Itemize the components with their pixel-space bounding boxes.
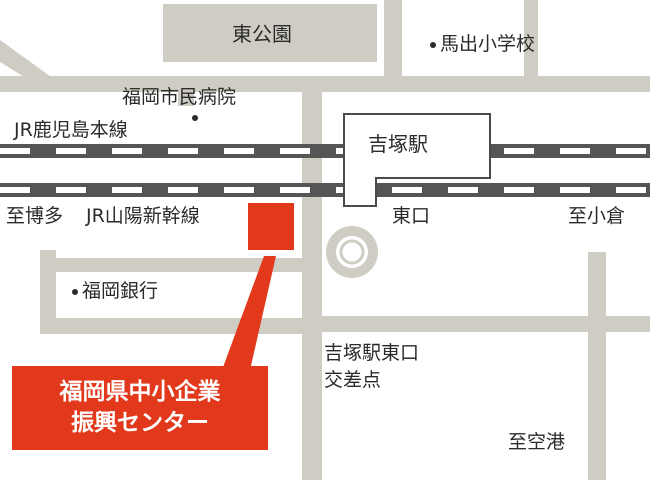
- rail-sanyo-base: [0, 183, 650, 197]
- callout-pointer: [222, 256, 276, 370]
- east-exit-label: 東口: [392, 205, 431, 227]
- intersection-label-2: 交差点: [324, 369, 382, 391]
- road-diagonal: [0, 40, 72, 92]
- jr-sanyo-label: JR山陽新幹線: [86, 205, 200, 227]
- road-lower-h1: [56, 258, 302, 272]
- dot-icon: [430, 41, 436, 48]
- jr-kagoshima-label: JR鹿児島本線: [14, 119, 128, 141]
- park-label: 東公園: [232, 22, 292, 46]
- square-marker-icon: [248, 203, 294, 250]
- road-top-2: [524, 0, 538, 92]
- callout-line-1: 福岡県中小企業: [59, 379, 221, 405]
- to-hakata-label: 至博多: [6, 205, 64, 227]
- park-block: [163, 4, 377, 62]
- station-building: [343, 113, 491, 207]
- hospital-label: 福岡市民病院: [122, 86, 237, 108]
- road-left-stub: [178, 76, 194, 106]
- road-lower-right: [322, 316, 650, 332]
- callout-line-2: 振興センター: [71, 410, 209, 436]
- hospital-marker: [192, 108, 202, 127]
- intersection-label-1: 吉塚駅東口: [324, 342, 420, 364]
- road-upper: [0, 76, 650, 92]
- road-main-vertical: [302, 76, 322, 480]
- dot-icon: [192, 114, 198, 121]
- rail-kagoshima-base: [0, 144, 650, 158]
- school-label: 馬出小学校: [430, 35, 535, 54]
- to-airport-label: 至空港: [508, 431, 566, 453]
- road-lower-left: [40, 250, 56, 334]
- bank-label: 福岡銀行: [72, 282, 158, 301]
- road-right: [588, 252, 606, 480]
- roundabout-core: [339, 239, 365, 265]
- center-callout: 福岡県中小企業 振興センター: [12, 366, 268, 450]
- to-kokura-label: 至小倉: [568, 205, 626, 227]
- road-top-1: [384, 0, 402, 92]
- dot-icon: [72, 288, 78, 295]
- railways: [0, 144, 650, 197]
- station-label: 吉塚駅: [368, 132, 428, 156]
- road-lower-h2: [40, 318, 302, 334]
